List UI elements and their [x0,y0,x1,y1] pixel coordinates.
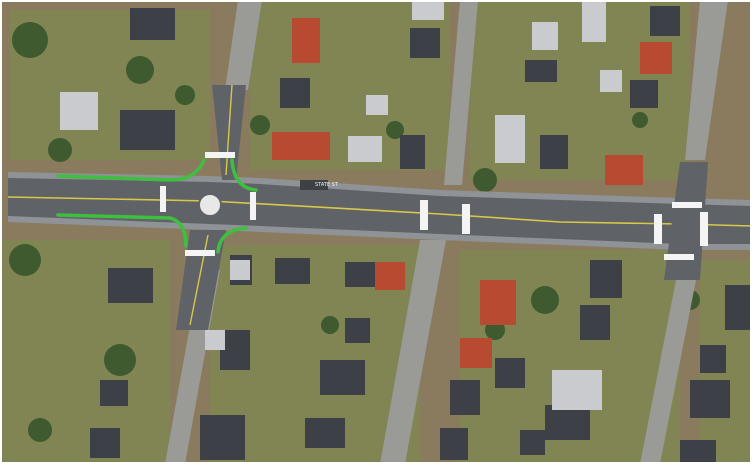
bike-lanes [56,158,258,254]
roundabout-island [198,193,222,217]
houses-red [272,18,672,368]
houses-dark [90,6,752,464]
street-label-state-st: STATE ST [315,182,339,188]
east-intersection-road [664,162,708,280]
crosswalks [160,152,708,260]
houses-light [60,0,622,410]
